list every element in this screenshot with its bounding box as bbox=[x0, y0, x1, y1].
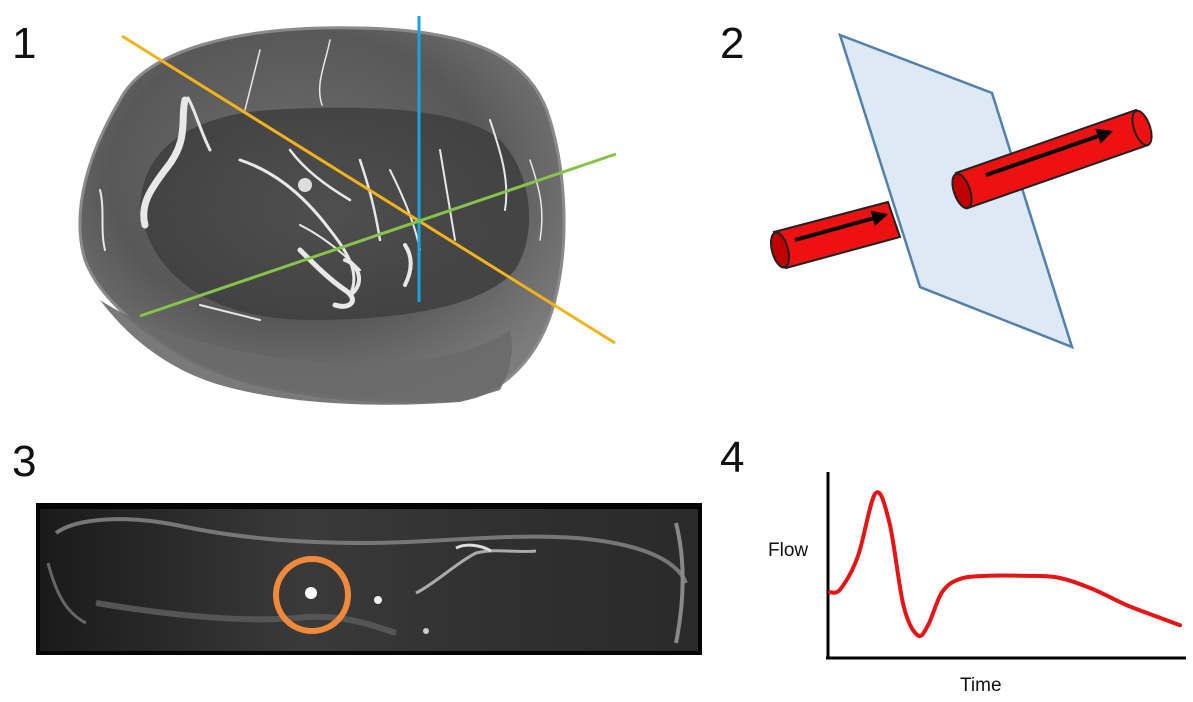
brain-icon bbox=[78, 26, 566, 405]
vessel-icon-upper bbox=[951, 108, 1153, 210]
axial-plane-line bbox=[121, 34, 616, 345]
x-axis-label: Time bbox=[960, 675, 1002, 696]
panel-number-1: 1 bbox=[12, 19, 37, 68]
y-axis-label: Flow bbox=[768, 540, 809, 561]
panel-number-4: 4 bbox=[720, 433, 745, 482]
sagittal-plane-line bbox=[139, 152, 617, 318]
panel-number-2: 2 bbox=[720, 19, 745, 68]
vessel-plane-panel bbox=[769, 32, 1153, 350]
panel-number-3: 3 bbox=[12, 437, 37, 486]
flow-chart bbox=[826, 472, 1186, 660]
vessel-icon-lower bbox=[769, 200, 902, 270]
mri-slice-panel bbox=[36, 503, 702, 655]
roi-circle-icon bbox=[273, 556, 351, 634]
brain-mra-panel bbox=[78, 16, 617, 405]
slice-icon bbox=[36, 503, 702, 655]
flow-series-line bbox=[828, 490, 1182, 639]
